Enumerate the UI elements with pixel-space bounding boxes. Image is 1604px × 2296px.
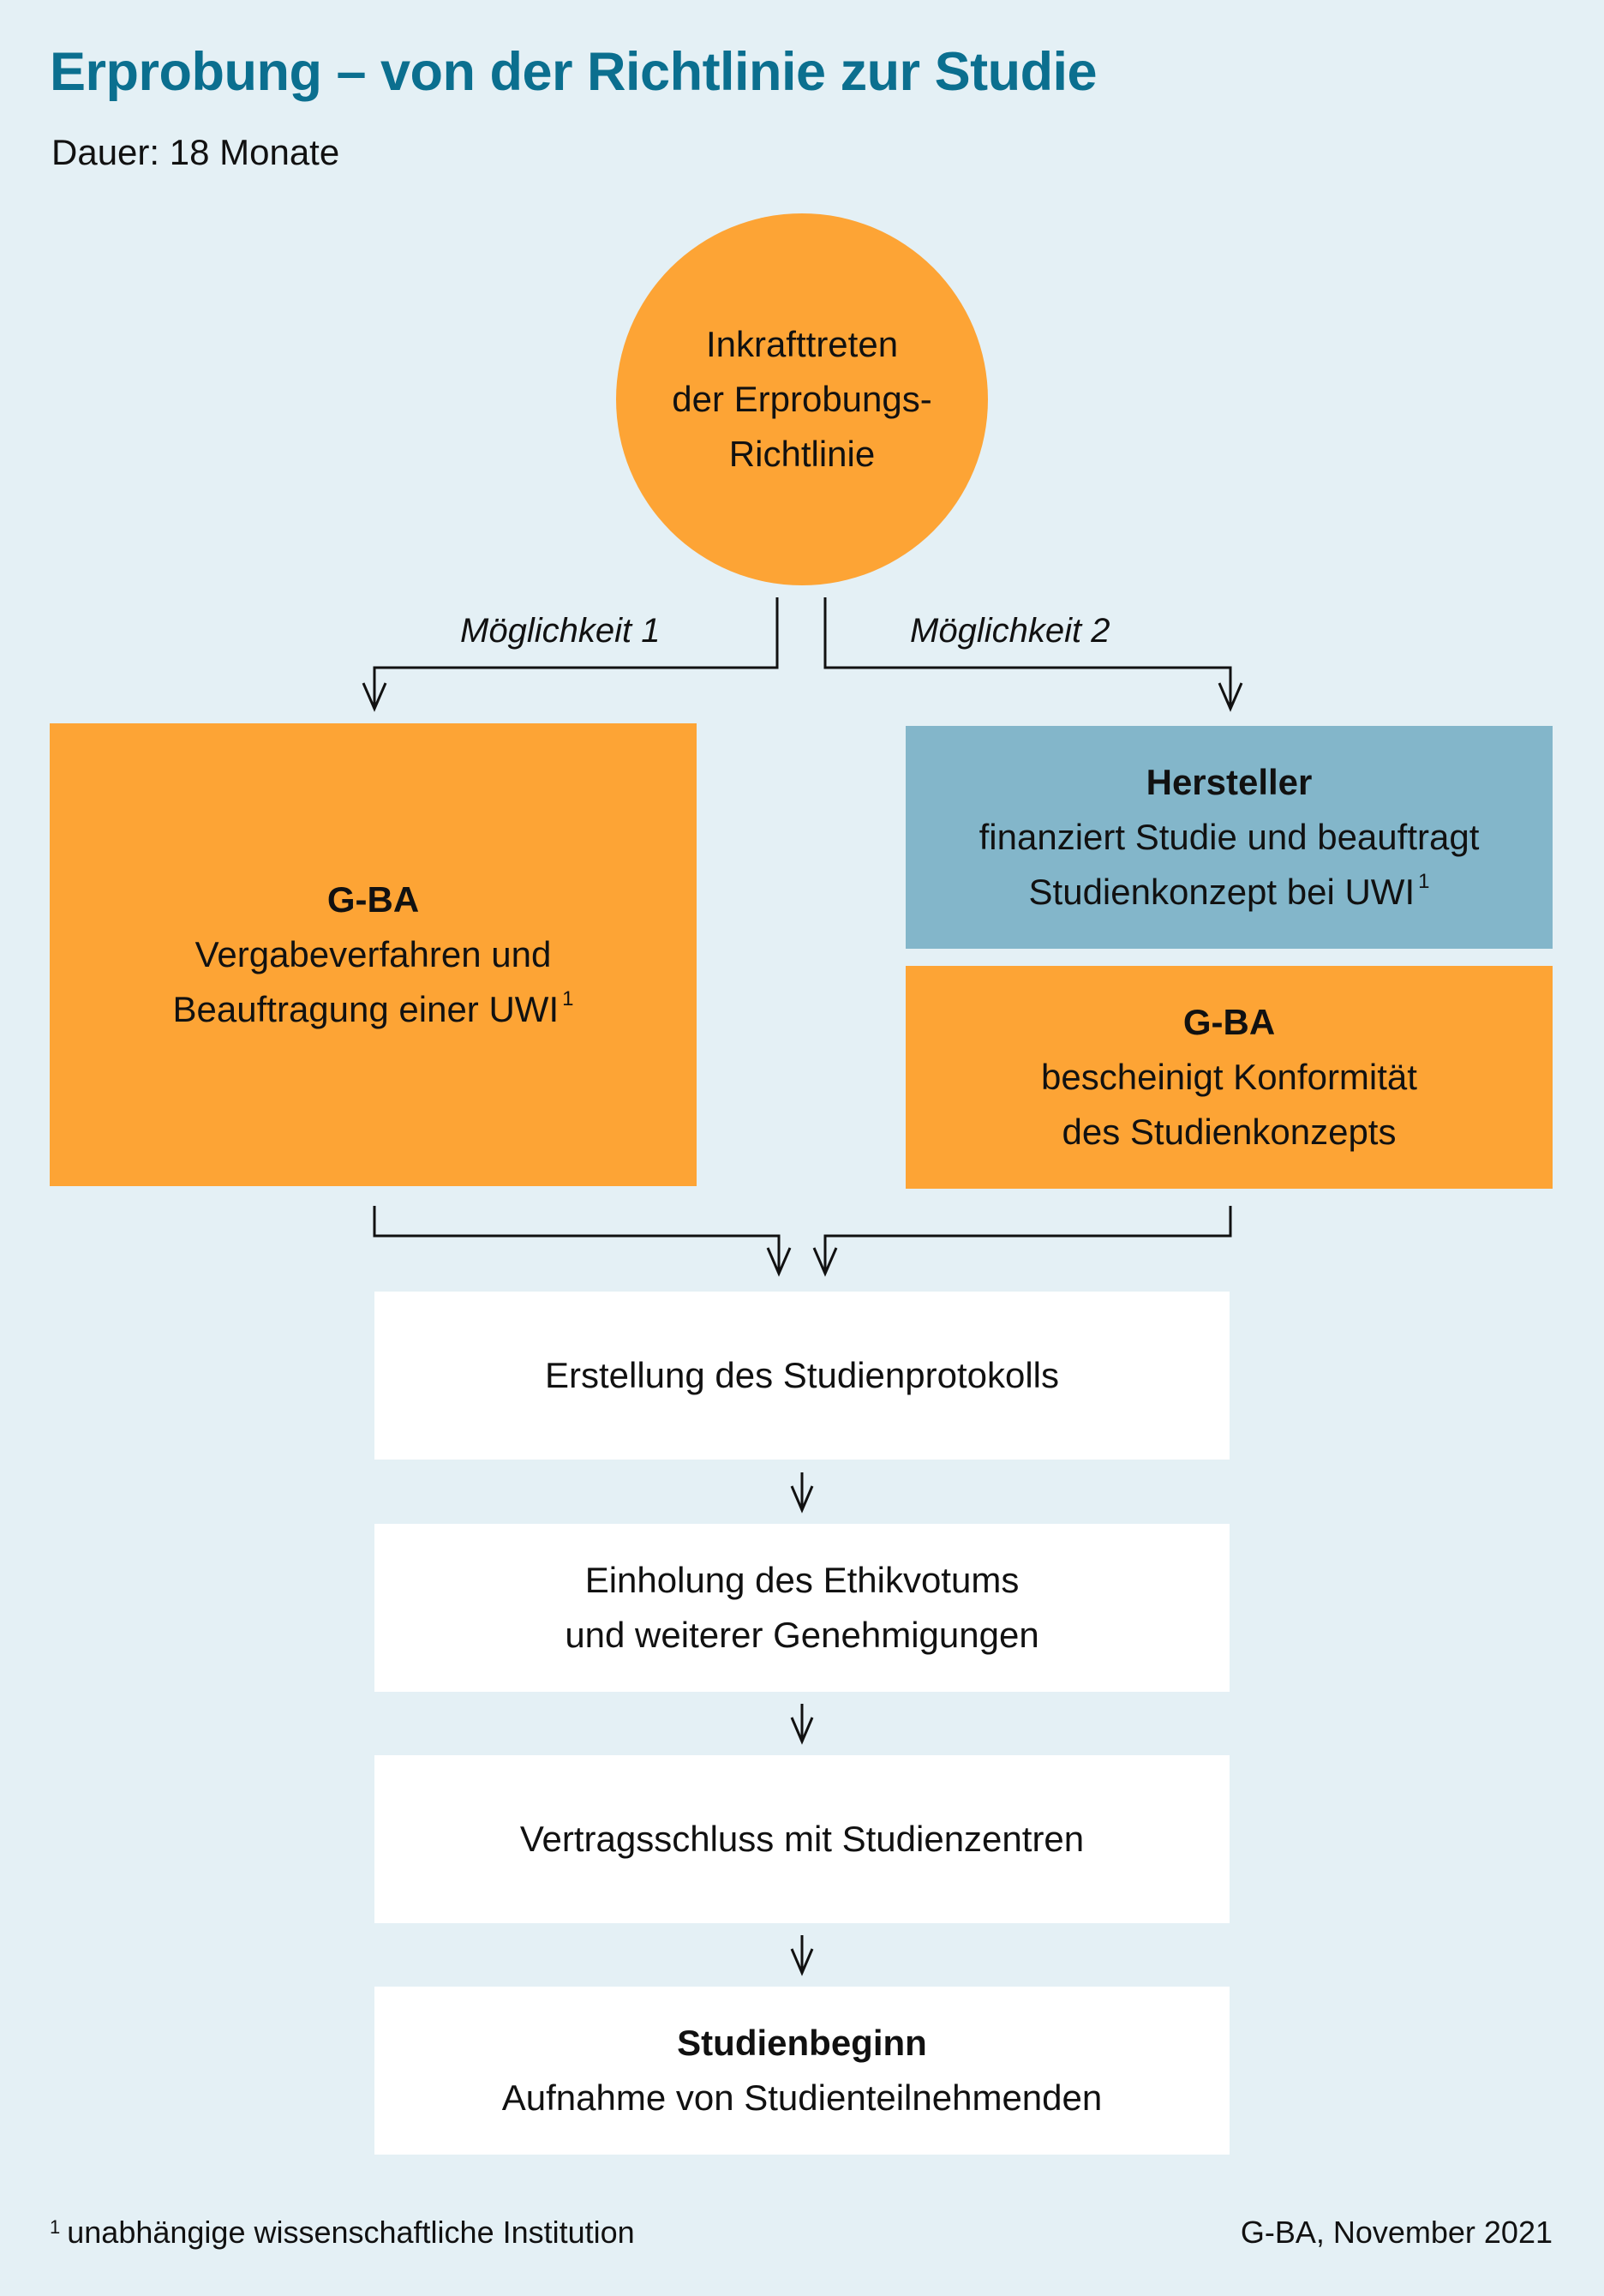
step-line: Vertragsschluss mit Studienzentren (519, 1819, 1085, 1859)
page-title: Erprobung – von der Richtlinie zur Studi… (50, 42, 1098, 102)
start-line: Richtlinie (728, 434, 876, 474)
step-box-studienbeginn: Studienbeginn Aufnahme von Studienteilne… (374, 1987, 1230, 2155)
start-line: Inkrafttreten (705, 324, 899, 364)
connector-merge-left (373, 1206, 781, 1272)
option2-gba-box: G-BA bescheinigt Konformität des Studien… (906, 966, 1553, 1189)
step-heading: Studienbeginn (677, 2023, 927, 2063)
footnote: 1 unabhängige wissenschaftliche Instituti… (50, 2215, 635, 2251)
box-line: des Studienkonzepts (1062, 1112, 1397, 1152)
box-heading: Hersteller (1146, 762, 1313, 802)
arrowhead-step4 (790, 1948, 814, 1976)
box-line: Beauftragung einer UWI (172, 989, 560, 1029)
option2-label: Möglichkeit 2 (910, 612, 1110, 650)
step-line: Aufnahme von Studienteilnehmenden (501, 2077, 1103, 2118)
box-line: Studienkonzept bei UWI (1028, 872, 1415, 912)
footnote-ref: 1 (1418, 870, 1430, 893)
box-line: Vergabeverfahren und (195, 934, 552, 974)
step-box-ethikvotum: Einholung des Ethikvotums und weiterer G… (374, 1524, 1230, 1692)
box-heading: G-BA (1182, 1002, 1276, 1042)
option1-label: Möglichkeit 1 (460, 612, 661, 650)
footnote-ref: 1 (562, 987, 574, 1010)
box-heading: G-BA (326, 879, 420, 920)
step-line: Erstellung des Studienprotokolls (544, 1355, 1060, 1395)
footnote-mark: 1 (50, 2216, 61, 2238)
option1-gba-box: G-BA Vergabeverfahren und Beauftragung e… (50, 723, 697, 1186)
arrowhead-option2 (1218, 682, 1243, 712)
arrowhead-merge-right (812, 1247, 838, 1277)
source-credit: G-BA, November 2021 (1240, 2215, 1553, 2250)
box-line: finanziert Studie und beauftragt (979, 817, 1480, 857)
arrowhead-option1 (362, 682, 387, 712)
box-line: bescheinigt Konformität (1041, 1057, 1417, 1097)
connector-option2 (823, 597, 1232, 707)
step-box-studienprotokoll: Erstellung des Studienprotokolls (374, 1292, 1230, 1460)
arrowhead-merge-left (766, 1247, 792, 1277)
start-node-circle: Inkrafttreten der Erprobungs- Richtlinie (616, 213, 988, 585)
duration-subtitle: Dauer: 18 Monate (51, 132, 340, 172)
option2-hersteller-box: Hersteller finanziert Studie und beauftr… (906, 726, 1553, 949)
arrowhead-step3 (790, 1717, 814, 1745)
step-line: und weiterer Genehmigungen (565, 1615, 1039, 1655)
arrowhead-step2 (790, 1485, 814, 1514)
footnote-text: unabhängige wissenschaftliche Institutio… (67, 2215, 635, 2250)
connector-option1 (373, 597, 779, 707)
start-line: der Erprobungs- (672, 379, 932, 419)
step-line: Einholung des Ethikvotums (584, 1560, 1020, 1600)
step-box-vertragsschluss: Vertragsschluss mit Studienzentren (374, 1755, 1230, 1923)
connector-merge-right (823, 1206, 1232, 1272)
